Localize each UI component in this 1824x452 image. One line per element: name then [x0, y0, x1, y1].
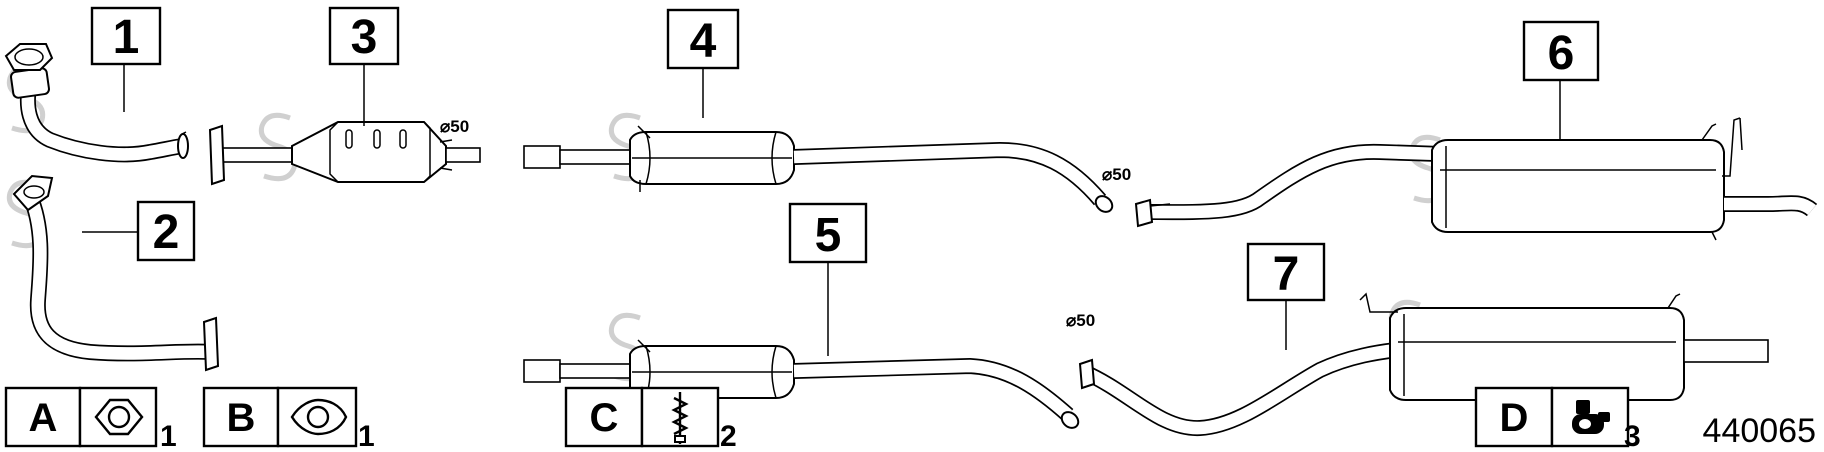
- part-7-rear-silencer: [1078, 292, 1769, 437]
- part-6-rear-silencer: [1134, 117, 1818, 241]
- spring-bolt-icon: [671, 392, 689, 444]
- callout-label: 4: [690, 15, 717, 68]
- part-3-catalytic-converter: [208, 121, 481, 186]
- legend-item-a: A 1: [4, 386, 177, 452]
- legend-item-b: B 1: [202, 386, 375, 452]
- legend-qty: 2: [720, 420, 737, 452]
- callout-label: 6: [1548, 27, 1575, 80]
- legend-letter: A: [29, 396, 58, 440]
- diameter-label-part-4: ⌀50: [1102, 165, 1131, 184]
- part-2-pipe: [12, 174, 220, 372]
- callout-label: 3: [351, 11, 378, 64]
- callout-4: 4: [666, 8, 740, 118]
- rubber-hanger-icon: [1572, 400, 1610, 434]
- callout-6: 6: [1522, 20, 1600, 140]
- callout-label: 1: [113, 11, 140, 64]
- legend-qty: 1: [358, 420, 375, 452]
- legend-qty: 1: [160, 420, 177, 452]
- callout-3: 3: [328, 6, 400, 126]
- legend-item-d: D 3: [1474, 386, 1641, 452]
- legend-letter: B: [227, 396, 256, 440]
- diameter-label-part-3: ⌀50: [440, 117, 469, 136]
- part-1-front-pipe: [4, 43, 189, 163]
- callout-2: 2: [82, 200, 196, 262]
- gasket-2-hole-icon: [290, 398, 348, 436]
- legend-letter: C: [590, 396, 619, 440]
- legend-letter: D: [1500, 396, 1529, 440]
- legend-item-c: C 2: [564, 386, 737, 452]
- part-5-middle-silencer: [523, 339, 1080, 429]
- diameter-label-part-5: ⌀50: [1066, 311, 1095, 330]
- callout-7: 7: [1246, 242, 1326, 350]
- legend-qty: 3: [1624, 420, 1641, 452]
- gasket-3-hole-icon: [94, 398, 144, 436]
- callout-label: 5: [815, 209, 842, 262]
- callout-label: 2: [153, 206, 180, 259]
- callout-5: 5: [788, 202, 868, 356]
- callout-label: 7: [1273, 248, 1300, 301]
- callout-1: 1: [90, 6, 162, 112]
- reference-number: 440065: [1703, 412, 1816, 450]
- part-4-middle-silencer: [523, 125, 1114, 213]
- watermarks: [6, 64, 1448, 382]
